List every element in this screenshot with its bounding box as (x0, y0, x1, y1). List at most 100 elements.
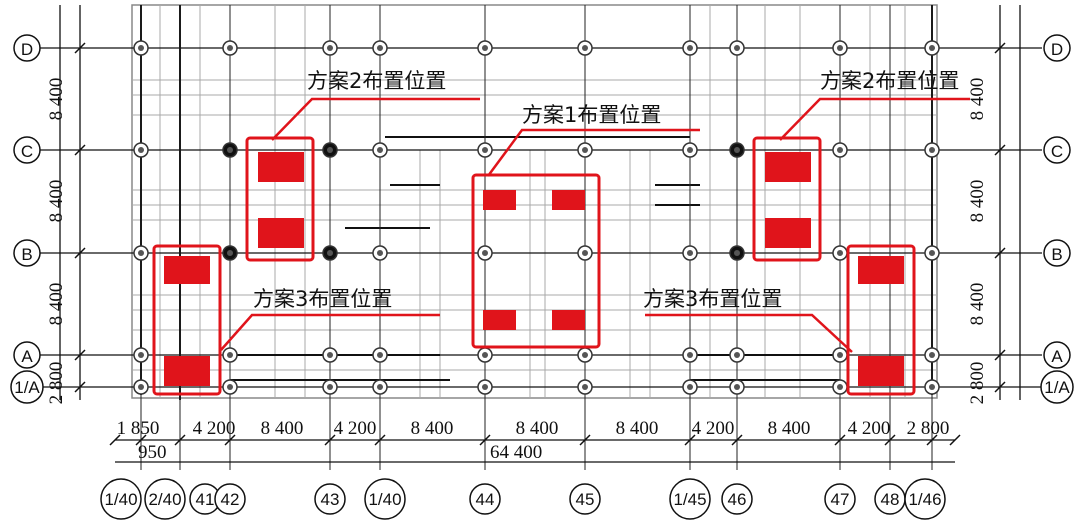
column-node (133, 40, 149, 56)
column-axis-label: 1/40 (104, 490, 137, 509)
support-block (483, 310, 516, 330)
column-axis-label: 45 (576, 490, 595, 509)
column-node (577, 40, 593, 56)
column-node (477, 245, 493, 261)
row-dimension-right: 2 800 (967, 362, 988, 405)
dimension-tick (74, 349, 86, 361)
column-node (133, 142, 149, 158)
scheme-labels: 方案2布置位置 方案1布置位置 方案2布置位置 方案3布置位置 方案3布置位置 (253, 69, 959, 311)
column-axis-bubble: 43 (314, 483, 346, 515)
column-node (133, 379, 149, 395)
row-axis-bubble-d: D (1043, 34, 1071, 62)
row-axis-label: 1/A (1044, 378, 1070, 397)
dimension-tick (994, 42, 1006, 54)
support-block (858, 256, 904, 284)
column-node (832, 142, 848, 158)
row-axis-bubble-a: A (13, 341, 41, 369)
column-node (682, 347, 698, 363)
column-axis-bubble: 47 (824, 483, 856, 515)
column-node (222, 40, 238, 56)
column-node (729, 347, 745, 363)
column-axis-bubble: 2/40 (144, 478, 186, 520)
column-axis-bubble: 44 (469, 483, 501, 515)
plan-heavy-lines (140, 5, 933, 400)
support-block (164, 356, 210, 386)
partial-dimension: 950 (138, 442, 167, 463)
dimension-tick (324, 434, 336, 446)
column-node (133, 347, 149, 363)
scheme3-frame-right (846, 244, 916, 396)
column-dimension: 1 850 (117, 418, 160, 439)
column-axis-label: 43 (321, 490, 340, 509)
dimension-tick (135, 434, 147, 446)
column-axis-bubble: 1/46 (904, 478, 946, 520)
column-axis-bubble: 1/40 (100, 478, 142, 520)
column-dimension: 8 400 (261, 418, 304, 439)
dimension-tick (994, 144, 1006, 156)
column-node (577, 347, 593, 363)
row-dimension-right: 8 400 (967, 78, 988, 121)
row-axis-label: 1/A (14, 378, 40, 397)
column-node (832, 245, 848, 261)
row-dimension-left: 8 400 (46, 180, 67, 223)
column-node (729, 142, 745, 158)
column-node (924, 40, 940, 56)
row-dimension-left: 8 400 (46, 78, 67, 121)
row-axis-bubble-1a: 1/A (10, 370, 44, 404)
support-block (858, 356, 904, 386)
column-dimension: 4 200 (692, 418, 735, 439)
support-block (765, 152, 811, 182)
column-node (577, 379, 593, 395)
column-dimension: 8 400 (616, 418, 659, 439)
column-node (832, 347, 848, 363)
column-node (322, 347, 338, 363)
support-block (483, 190, 516, 210)
column-axis-label: 42 (221, 490, 240, 509)
column-axis-label: 44 (476, 490, 495, 509)
column-axis-bubble: 1/45 (669, 478, 711, 520)
row-axis-label: A (21, 347, 33, 366)
dimension-tick (994, 349, 1006, 361)
column-node (222, 245, 238, 261)
column-node (477, 347, 493, 363)
scheme2-label-right: 方案2布置位置 (820, 69, 959, 93)
column-node (322, 40, 338, 56)
column-node (322, 142, 338, 158)
column-dimension: 8 400 (768, 418, 811, 439)
scheme2-frame-right (752, 136, 822, 262)
dimension-tick (579, 434, 591, 446)
column-axis-label: 41 (196, 490, 215, 509)
column-dimension: 4 200 (193, 418, 236, 439)
dimension-tick (174, 434, 186, 446)
dimension-ticks (74, 42, 1006, 446)
column-axis-bubble: 48 (874, 483, 906, 515)
column-axis-bubble: 42 (214, 483, 246, 515)
support-block (552, 190, 585, 210)
support-block (258, 218, 304, 248)
column-axis-bubble: 41 (189, 483, 221, 515)
column-axis-label: 2/40 (148, 490, 181, 509)
row-axis-label: D (21, 40, 33, 59)
column-node (924, 347, 940, 363)
scheme2-label-left: 方案2布置位置 (307, 69, 446, 93)
dimension-tick (74, 144, 86, 156)
row-dimension-left: 8 400 (46, 283, 67, 326)
row-axis-label: B (1051, 245, 1062, 264)
row-axis-bubble-d: D (13, 34, 41, 62)
column-node (924, 245, 940, 261)
column-node (577, 142, 593, 158)
row-axis-bubble-c: C (1043, 136, 1071, 164)
placement-highlights (152, 136, 916, 396)
column-axis-label: 1/40 (368, 490, 401, 509)
column-node (682, 40, 698, 56)
column-node (477, 142, 493, 158)
column-node (682, 379, 698, 395)
row-axis-bubble-1a: 1/A (1040, 370, 1074, 404)
column-dimension: 8 400 (411, 418, 454, 439)
dimension-tick (479, 434, 491, 446)
column-node (924, 379, 940, 395)
row-axis-label: C (21, 142, 33, 161)
dimension-tick (224, 434, 236, 446)
